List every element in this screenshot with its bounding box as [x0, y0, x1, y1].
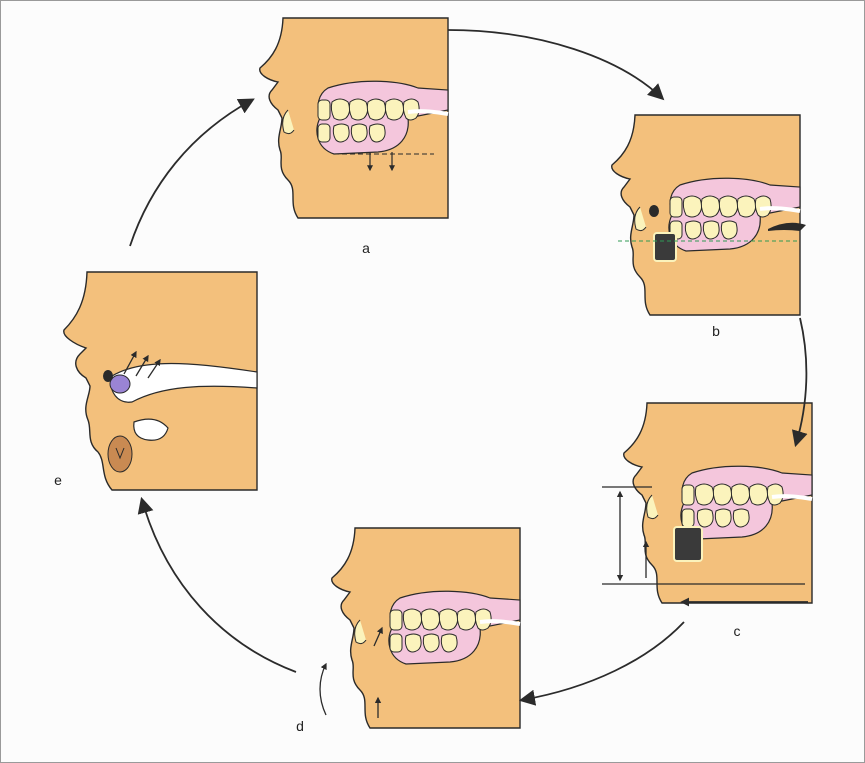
lip-food-bolus — [649, 205, 659, 217]
step-label-d: d — [290, 718, 310, 734]
panel-d — [332, 528, 520, 728]
step-label-c: c — [727, 623, 747, 639]
panel-b — [612, 115, 806, 315]
cycle-arrow-e-to-a — [130, 100, 252, 246]
cycle-arrow-d-to-e — [142, 500, 296, 672]
step-label-e: e — [48, 472, 68, 488]
crushed-food — [674, 527, 702, 561]
panel-a — [260, 18, 448, 218]
step-label-a: a — [356, 240, 376, 256]
step-label-b: b — [706, 323, 726, 339]
food-particles — [654, 233, 676, 261]
chin-mass — [108, 436, 132, 472]
panel-c — [624, 403, 812, 603]
cycle-arrow-a-to-b — [448, 30, 662, 98]
lip-bolus — [103, 370, 113, 382]
tongue-tip — [110, 375, 130, 393]
cycle-arrow-c-to-d — [522, 622, 684, 700]
lip-lift-arrow — [320, 664, 326, 715]
panel-e — [64, 272, 257, 490]
